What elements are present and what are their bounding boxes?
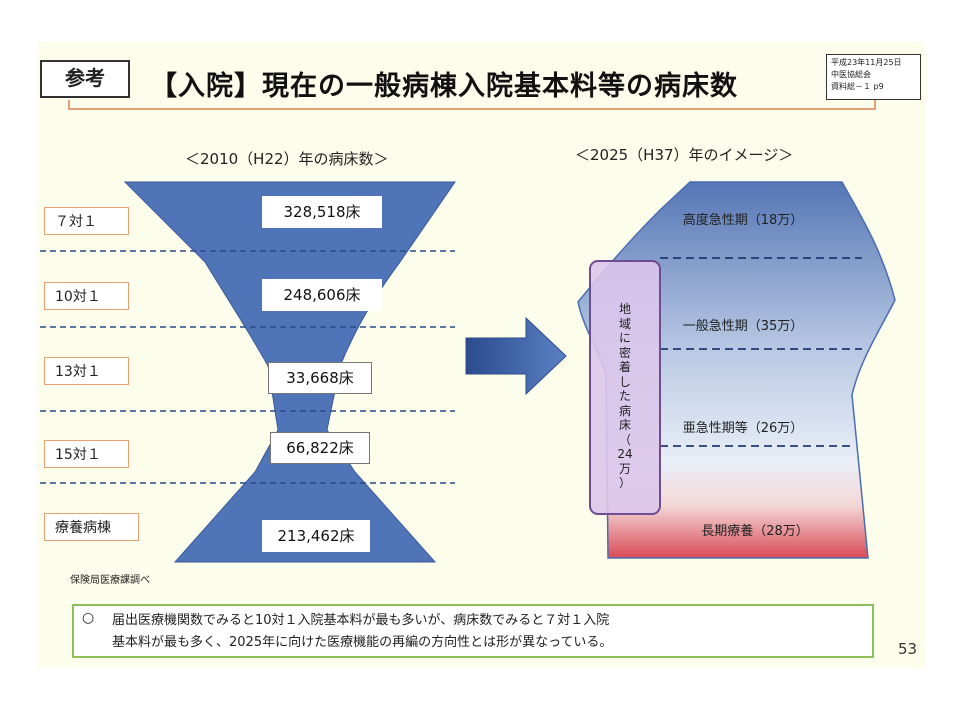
- value-13-to-1: 33,668床: [268, 362, 372, 394]
- source-box: 平成23年11月25日 中医協総会 資料総－１ p9: [826, 54, 921, 100]
- segment-general-acute: 一般急性期（35万）: [682, 319, 804, 334]
- category-13-to-1: 13対１: [44, 357, 129, 385]
- page-title: 【入院】現在の一般病棟入院基本料等の病床数: [150, 71, 738, 102]
- local-beds-box: 地 域 に 密 着 し た 病 床 （ 24 万 ）: [589, 260, 661, 515]
- segment-long-term: 長期療養（28万）: [701, 524, 809, 539]
- right-heading: ＜2025（H37）年のイメージ＞: [575, 146, 794, 164]
- segment-subacute: 亜急性期等（26万）: [682, 421, 804, 436]
- source-date: 平成23年11月25日: [831, 58, 902, 67]
- note-text: 届出医療機関数でみると10対１入院基本料が最も多いが、病床数でみると７対１入院 …: [112, 610, 612, 654]
- title-underline: [68, 108, 876, 110]
- title-underline-tick-left: [68, 100, 70, 110]
- category-15-to-1: 15対１: [44, 440, 129, 468]
- category-10-to-1: 10対１: [44, 282, 129, 310]
- left-dividers: [40, 250, 455, 484]
- value-7-to-1: 328,518床: [262, 196, 382, 228]
- transition-arrow: [465, 316, 567, 396]
- right-dividers: [660, 257, 862, 447]
- reference-tag: 参考: [40, 60, 130, 98]
- bullet-circle-icon: ○: [82, 610, 95, 626]
- category-7-to-1: ７対１: [44, 207, 129, 235]
- summary-note: ○ 届出医療機関数でみると10対１入院基本料が最も多いが、病床数でみると７対１入…: [72, 604, 874, 658]
- value-long-term-care: 213,462床: [262, 520, 370, 552]
- title-underline-tick-right: [874, 100, 876, 110]
- category-long-term-care: 療養病棟: [44, 513, 139, 541]
- source-document: 資料総－１ p9: [831, 82, 884, 91]
- value-15-to-1: 66,822床: [270, 432, 370, 464]
- value-10-to-1: 248,606床: [262, 279, 382, 311]
- segment-high-acute: 高度急性期（18万）: [682, 213, 804, 228]
- note-line-1: 届出医療機関数でみると10対１入院基本料が最も多いが、病床数でみると７対１入院: [112, 613, 610, 628]
- page-number: 53: [898, 640, 918, 658]
- left-heading: ＜2010（H22）年の病床数＞: [185, 150, 389, 168]
- note-line-2: 基本料が最も多く、2025年に向けた医療機能の再編の方向性とは形が異なっている。: [112, 635, 613, 650]
- survey-source: 保険局医療課調べ: [70, 575, 150, 586]
- source-meeting: 中医協総会: [831, 70, 871, 79]
- local-beds-label: 地 域 に 密 着 し た 病 床 （ 24 万 ）: [617, 302, 633, 490]
